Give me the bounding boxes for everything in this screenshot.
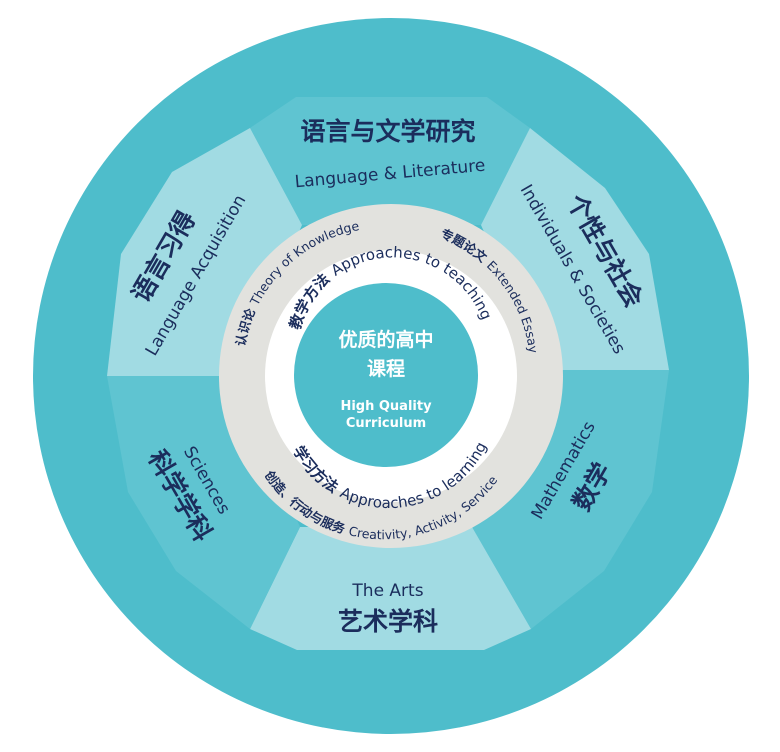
subject-language-literature-zh: 语言与文学研究 [300,117,475,146]
panel-the-arts [250,527,531,650]
core-title-en-1: High Quality [340,399,432,414]
core-title-en-2: Curriculum [346,416,426,431]
panel-language-literature [250,97,530,225]
core-title-zh-2: 课程 [367,358,405,380]
core-circle [294,283,478,467]
subject-arts-en: The Arts [351,581,423,601]
core-title-zh-1: 优质的高中 [338,328,433,351]
subject-arts-zh: 艺术学科 [338,607,438,636]
